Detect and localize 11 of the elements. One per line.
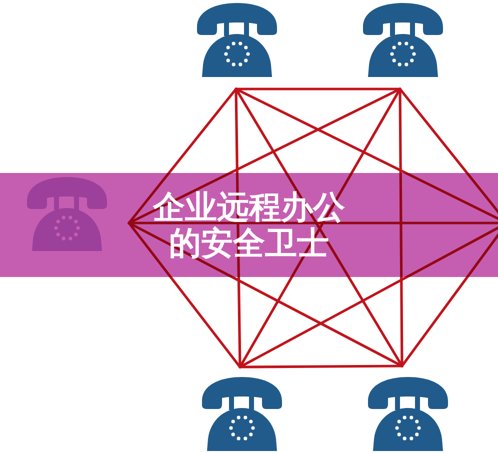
- connector-line: [128, 222, 404, 368]
- connector-line: [128, 88, 238, 224]
- telephone-icon: [202, 377, 282, 451]
- connector-line: [128, 88, 402, 224]
- telephone-icon: [197, 3, 277, 77]
- connector-line: [128, 222, 498, 224]
- telephone-icon: [368, 377, 448, 451]
- connector-line: [238, 364, 404, 368]
- connector-line: [234, 88, 402, 90]
- connector-line: [128, 222, 242, 368]
- telephone-icon: [363, 3, 443, 77]
